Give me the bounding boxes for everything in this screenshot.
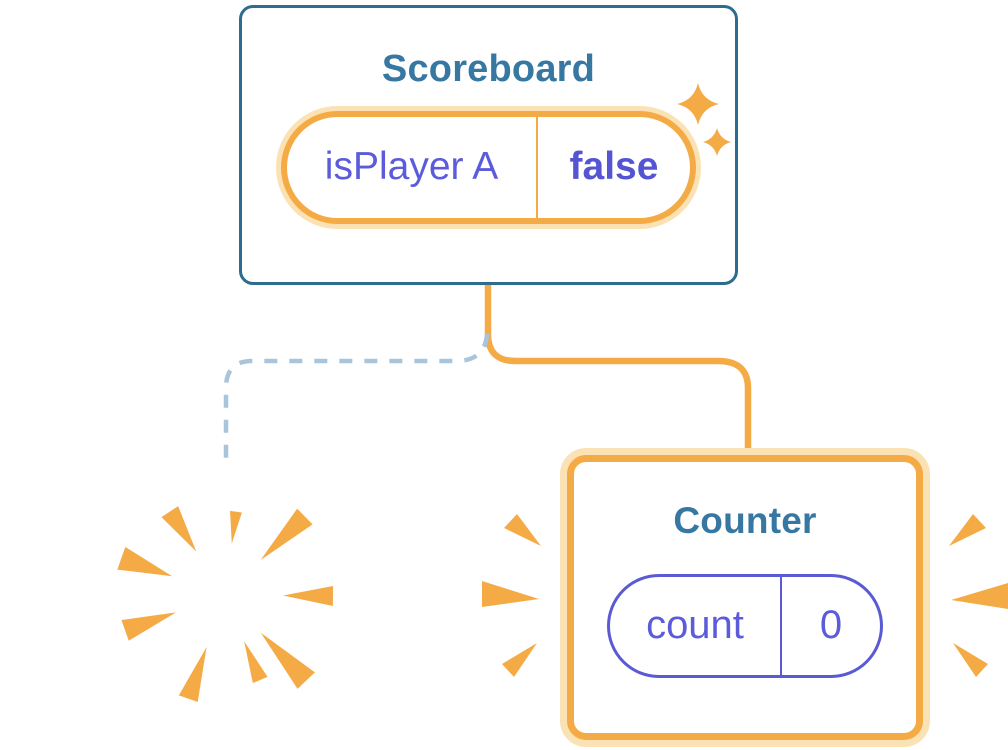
edge-active-orange — [484, 278, 752, 459]
state-value: 0 — [819, 603, 843, 648]
destroyed-component-card — [84, 454, 366, 736]
poof-burst-icon — [117, 506, 334, 703]
scoreboard-component-card: Scoreboard isPlayer A false — [239, 5, 738, 285]
counter-component-card: Counter count 0 — [560, 448, 930, 747]
counter-card-inner: Counter count 0 — [567, 455, 923, 740]
state-label: count — [646, 603, 744, 648]
pill-divider — [780, 576, 782, 675]
edge-removed-dashed — [223, 333, 490, 468]
burst-icon — [482, 514, 541, 677]
state-value: false — [569, 145, 659, 189]
scoreboard-state-pill: isPlayer A false — [281, 110, 696, 224]
burst-icon — [949, 514, 1008, 677]
counter-state-pill: count 0 — [607, 573, 883, 678]
pill-divider — [536, 116, 538, 218]
state-label: isPlayer A — [324, 145, 499, 189]
counter-title: Counter — [673, 500, 817, 541]
scoreboard-title: Scoreboard — [381, 48, 596, 90]
